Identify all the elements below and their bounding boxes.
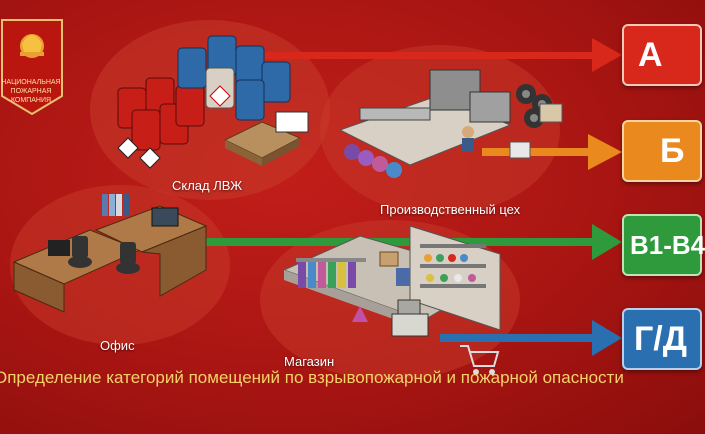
- chair-icon-2: [116, 262, 140, 274]
- worker-icon: [462, 126, 474, 138]
- cash-register-icon: [391, 299, 429, 337]
- chair-icon: [68, 256, 92, 268]
- binders-icon: [102, 194, 129, 216]
- footer-caption: Определение категорий помещений по взрыв…: [0, 368, 624, 387]
- logo-text: Национальная пожарная компания: [1, 79, 61, 104]
- category-a-badge: А: [622, 24, 702, 86]
- hazard-sign-icon: [275, 111, 309, 133]
- category-v-badge: В1-В4: [622, 214, 705, 276]
- company-logo: Национальная пожарная компания: [0, 18, 66, 118]
- office-icon: [12, 194, 208, 313]
- arrow-to-a: [250, 38, 622, 72]
- shelves-icon: [420, 244, 486, 288]
- workshop-icon: [338, 69, 563, 178]
- shop-label: Магазин: [284, 354, 335, 369]
- shopping-cart-icon: [460, 345, 500, 375]
- category-b-badge: Б: [622, 120, 702, 182]
- warehouse-label: Склад ЛВЖ: [172, 178, 243, 193]
- clothes-rack-icon: [296, 258, 366, 288]
- fabric-rolls-icon: [344, 144, 402, 178]
- laptop-icon: [151, 207, 179, 227]
- category-g-badge: Г/Д: [622, 308, 702, 370]
- arrow-to-b: [482, 134, 622, 170]
- box-icon: [379, 251, 399, 267]
- shop-icon: [282, 225, 502, 375]
- workshop-label: Производственный цех: [380, 202, 521, 217]
- office-label: Офис: [100, 338, 135, 353]
- arrow-to-v: [185, 224, 622, 260]
- arrow-to-g: [440, 320, 622, 356]
- shopping-bag-icon: [352, 306, 368, 322]
- monitor-icon: [48, 240, 70, 256]
- barrels-icon: [117, 35, 291, 169]
- barrel-small-icon: [396, 268, 410, 286]
